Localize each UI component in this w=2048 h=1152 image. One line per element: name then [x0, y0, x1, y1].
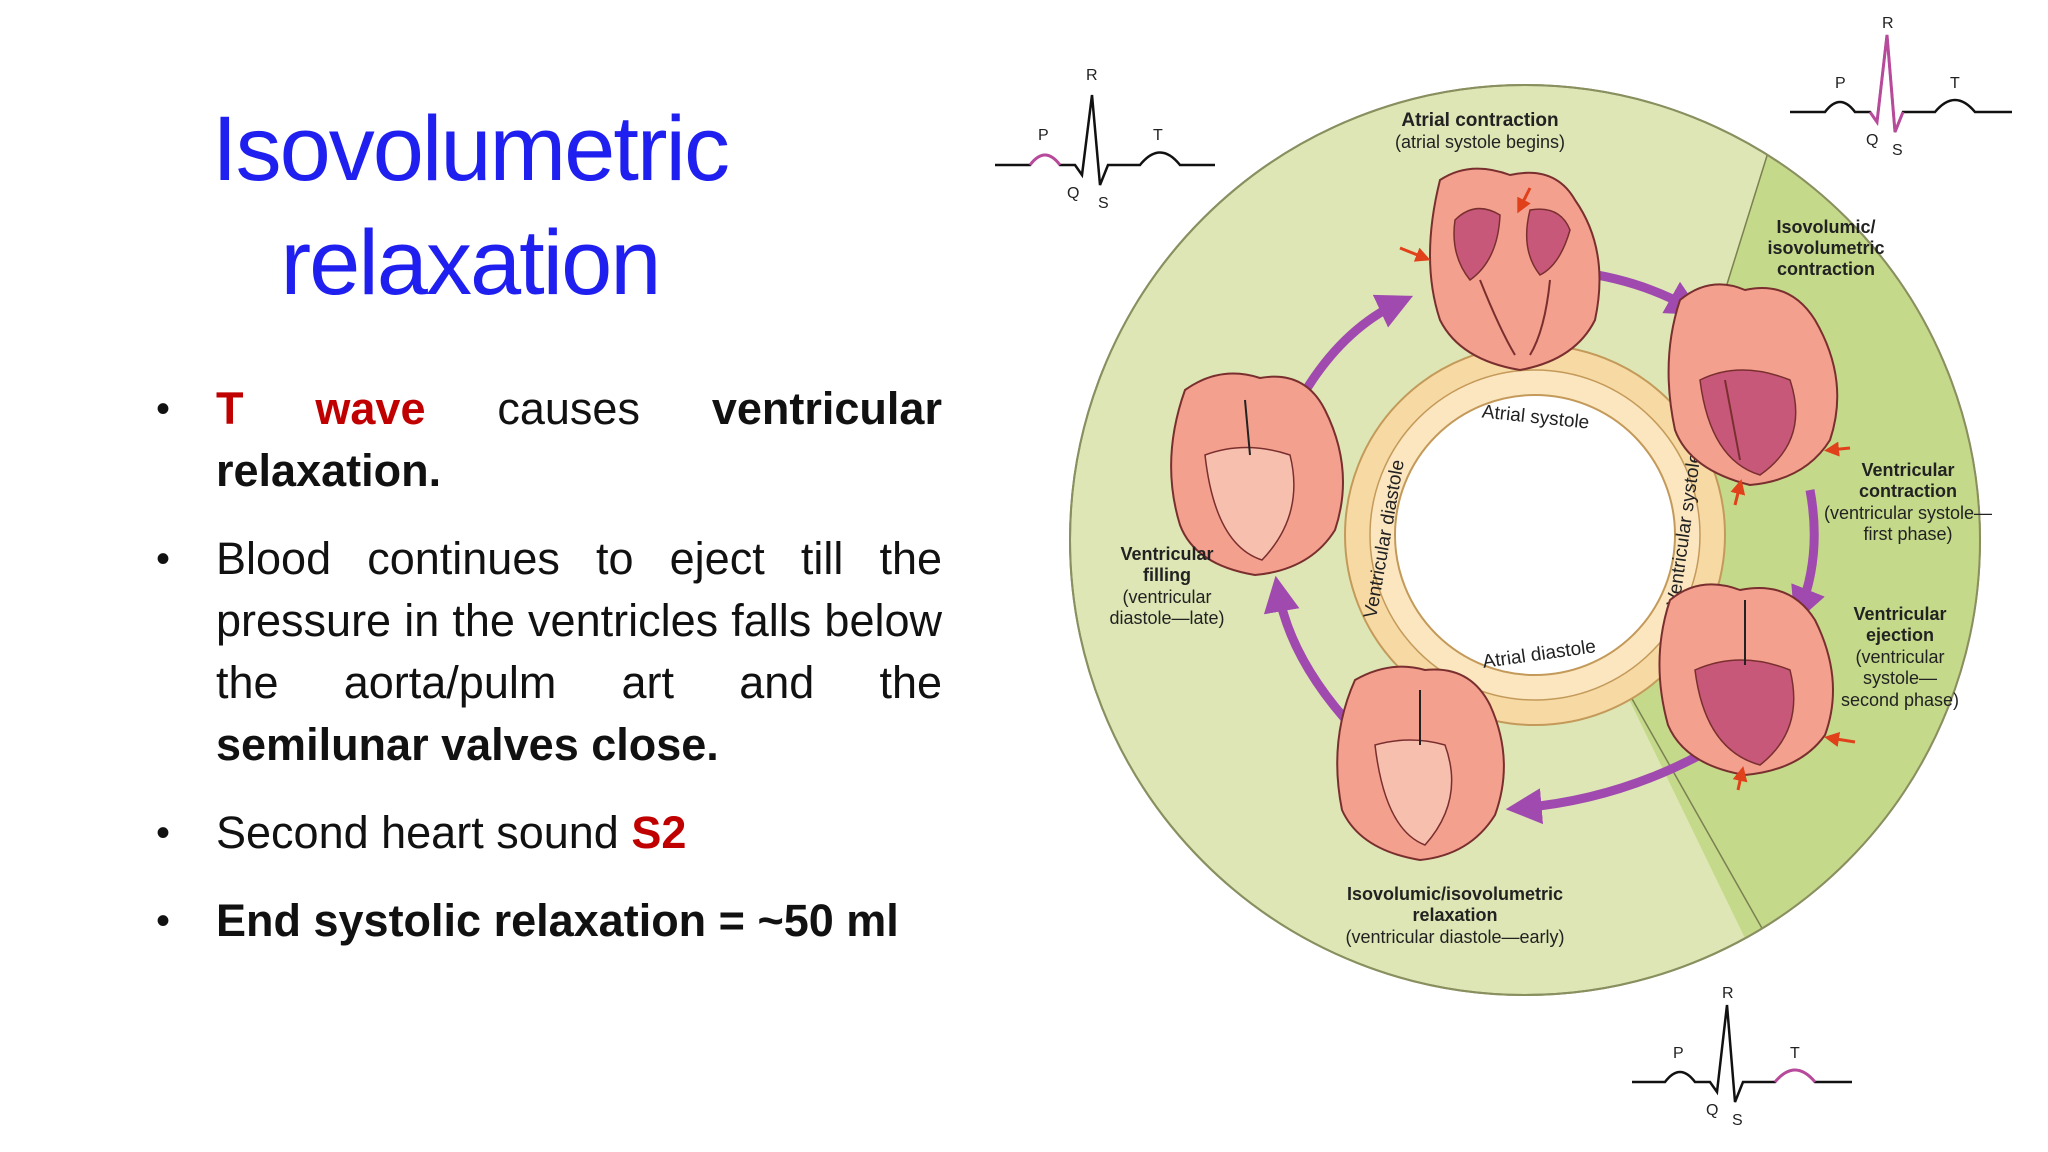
arrow-left — [1263, 575, 1359, 734]
svg-text:contraction: contraction — [1859, 481, 1957, 501]
bullet-end-systolic: End systolic relaxation = ~50 ml — [152, 890, 942, 952]
svg-text:R: R — [1882, 15, 1894, 32]
title-line-2: relaxation — [280, 212, 662, 314]
arrow-right — [1791, 489, 1825, 624]
svg-text:(ventricular: (ventricular — [1122, 587, 1211, 607]
arrow-bottom — [1505, 751, 1703, 825]
svg-text:(ventricular: (ventricular — [1855, 647, 1944, 667]
svg-text:S: S — [1098, 195, 1109, 212]
svg-text:systole—: systole— — [1863, 668, 1937, 688]
label-atrial-contraction: Atrial contraction (atrial systole begin… — [1395, 110, 1565, 152]
title-line-1: Isovolumetric — [212, 98, 730, 200]
svg-text:diastole—late): diastole—late) — [1109, 608, 1224, 628]
ventricular-word: ventricular — [711, 383, 942, 434]
slide-title: Isovolumetric relaxation — [150, 92, 790, 320]
svg-text:second phase): second phase) — [1841, 690, 1959, 710]
svg-text:Q: Q — [1866, 132, 1878, 149]
svg-text:T: T — [1790, 1045, 1800, 1062]
bullet-blood-eject: Blood continues to eject till the pressu… — [152, 528, 942, 776]
relaxation-word: relaxation. — [216, 445, 442, 496]
svg-text:R: R — [1722, 985, 1734, 1002]
svg-text:(ventricular diastole—early): (ventricular diastole—early) — [1345, 927, 1564, 947]
svg-text:P: P — [1673, 1045, 1684, 1062]
svg-text:first phase): first phase) — [1863, 524, 1952, 544]
label-ventricular-ejection: Ventricular ejection (ventricular systol… — [1841, 604, 1959, 710]
svg-text:contraction: contraction — [1777, 259, 1875, 279]
svg-text:P: P — [1835, 75, 1846, 92]
svg-text:(ventricular systole—: (ventricular systole— — [1824, 503, 1992, 523]
label-isovolumic-contraction: Isovolumic/ isovolumetric contraction — [1767, 217, 1884, 279]
ecg-top-left: R P T Q S — [995, 67, 1215, 212]
heart-sound-text: Second heart sound — [216, 807, 632, 858]
bullet-heart-sound: Second heart sound S2 — [152, 802, 942, 864]
arrow-upper-left — [1296, 294, 1414, 403]
ring-center — [1394, 394, 1676, 676]
heart-ventricular-filling — [1170, 372, 1344, 577]
svg-text:T: T — [1153, 127, 1163, 144]
svg-text:P: P — [1038, 127, 1049, 144]
ecg-top-right: R P T Q S — [1790, 15, 2012, 159]
end-systolic-text: End systolic relaxation = ~50 ml — [216, 895, 899, 946]
svg-text:S: S — [1732, 1112, 1743, 1129]
ecg-bottom: R P T Q S — [1632, 985, 1852, 1129]
svg-text:Isovolumic/isovolumetric: Isovolumic/isovolumetric — [1347, 884, 1563, 904]
t-letter: T — [216, 383, 244, 434]
heart-ventricular-ejection — [1658, 583, 1856, 791]
svg-text:Ventricular: Ventricular — [1861, 460, 1954, 480]
causes-word: causes — [497, 383, 640, 434]
heart-isovolumic-relaxation — [1336, 665, 1505, 862]
svg-text:T: T — [1950, 75, 1960, 92]
cardiac-cycle-diagram: Atrial systole Atrial diastole Ventricul… — [995, 15, 2012, 1129]
svg-text:Ventricular: Ventricular — [1853, 604, 1946, 624]
svg-text:ejection: ejection — [1866, 625, 1934, 645]
svg-text:S: S — [1892, 142, 1903, 159]
heart-atrial-contraction — [1399, 167, 1601, 372]
svg-text:R: R — [1086, 67, 1098, 84]
label-ventricular-contraction: Ventricular contraction (ventricular sys… — [1824, 460, 1992, 544]
bullet-list: T wave causes ventricular relaxation. Bl… — [152, 378, 942, 978]
svg-text:Q: Q — [1067, 185, 1079, 202]
blood-eject-text: Blood continues to eject till the pressu… — [216, 533, 942, 708]
svg-text:Ventricular: Ventricular — [1120, 544, 1213, 564]
systole-divider-lower — [1609, 659, 1781, 961]
svg-text:Q: Q — [1706, 1102, 1718, 1119]
svg-text:Atrial contraction: Atrial contraction — [1401, 110, 1558, 131]
label-isovolumic-relaxation: Isovolumic/isovolumetric relaxation (ven… — [1345, 884, 1564, 947]
wave-word: wave — [315, 383, 426, 434]
bullet-t-wave: T wave causes ventricular relaxation. — [152, 378, 942, 502]
svg-text:Isovolumic/: Isovolumic/ — [1776, 217, 1875, 237]
heart-isovolumic-contraction — [1667, 283, 1851, 506]
svg-text:isovolumetric: isovolumetric — [1767, 238, 1884, 258]
label-ventricular-filling: Ventricular filling (ventricular diastol… — [1109, 544, 1224, 628]
semilunar-text: semilunar valves close. — [216, 719, 719, 770]
svg-text:relaxation: relaxation — [1412, 905, 1497, 925]
svg-text:(atrial systole begins): (atrial systole begins) — [1395, 132, 1565, 152]
s2-label: S2 — [631, 807, 687, 858]
svg-text:filling: filling — [1143, 565, 1191, 585]
